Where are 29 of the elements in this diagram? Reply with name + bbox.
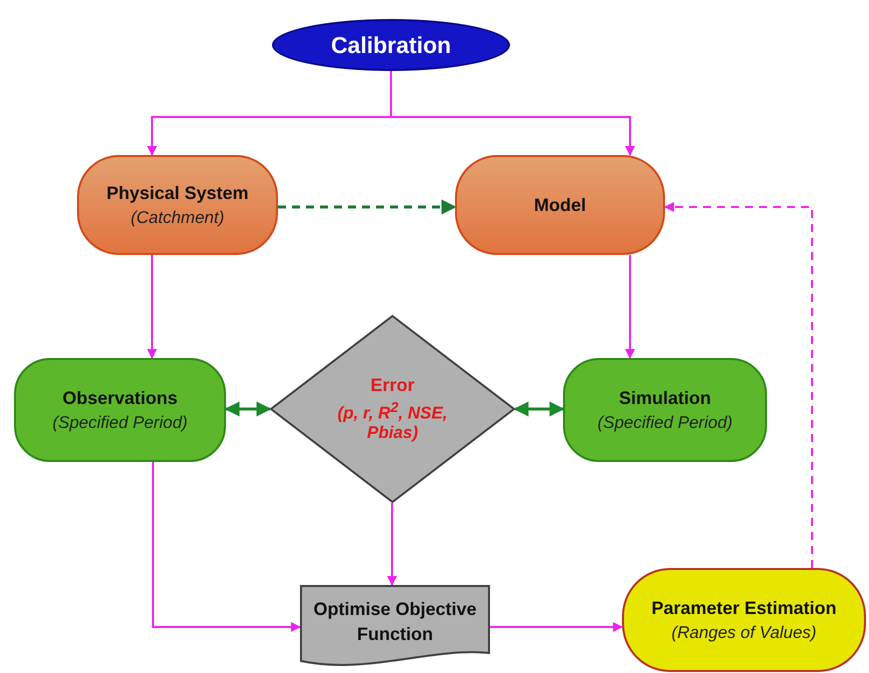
- process-box: [455, 155, 665, 255]
- arrow: [152, 462, 301, 632]
- node-title: Parameter Estimation: [651, 598, 837, 618]
- process-box: [14, 358, 226, 462]
- node-subtitle: (Catchment): [130, 208, 224, 228]
- document-shape: [300, 585, 490, 669]
- arrow: [514, 402, 564, 416]
- node-title: Simulation: [618, 388, 711, 408]
- node-title: Physical System: [106, 182, 249, 204]
- process-box: [77, 155, 278, 255]
- process-box: [563, 358, 767, 462]
- node-title: Observations: [62, 388, 178, 408]
- node-title: Optimise Objective Function: [312, 598, 478, 646]
- arrow: [387, 503, 397, 586]
- node-title: Error: [370, 374, 414, 396]
- arrow: [147, 255, 157, 359]
- arrow: [625, 255, 635, 359]
- node-subtitle: (Specified Period): [597, 412, 733, 432]
- node-subtitle: (p, r, R$^{2}$, NSE, Pbias): [338, 400, 448, 444]
- decision-diamond: [270, 315, 515, 503]
- arrow: [224, 402, 272, 416]
- node-subtitle: (Specified Period): [52, 412, 188, 432]
- node-title: Model: [534, 194, 586, 216]
- arrow: [390, 71, 635, 156]
- node-title: Calibration: [330, 32, 452, 58]
- arrow: [664, 202, 813, 568]
- node-subtitle: (Ranges of Values): [672, 622, 816, 642]
- arrow: [278, 200, 456, 214]
- arrow: [490, 622, 623, 632]
